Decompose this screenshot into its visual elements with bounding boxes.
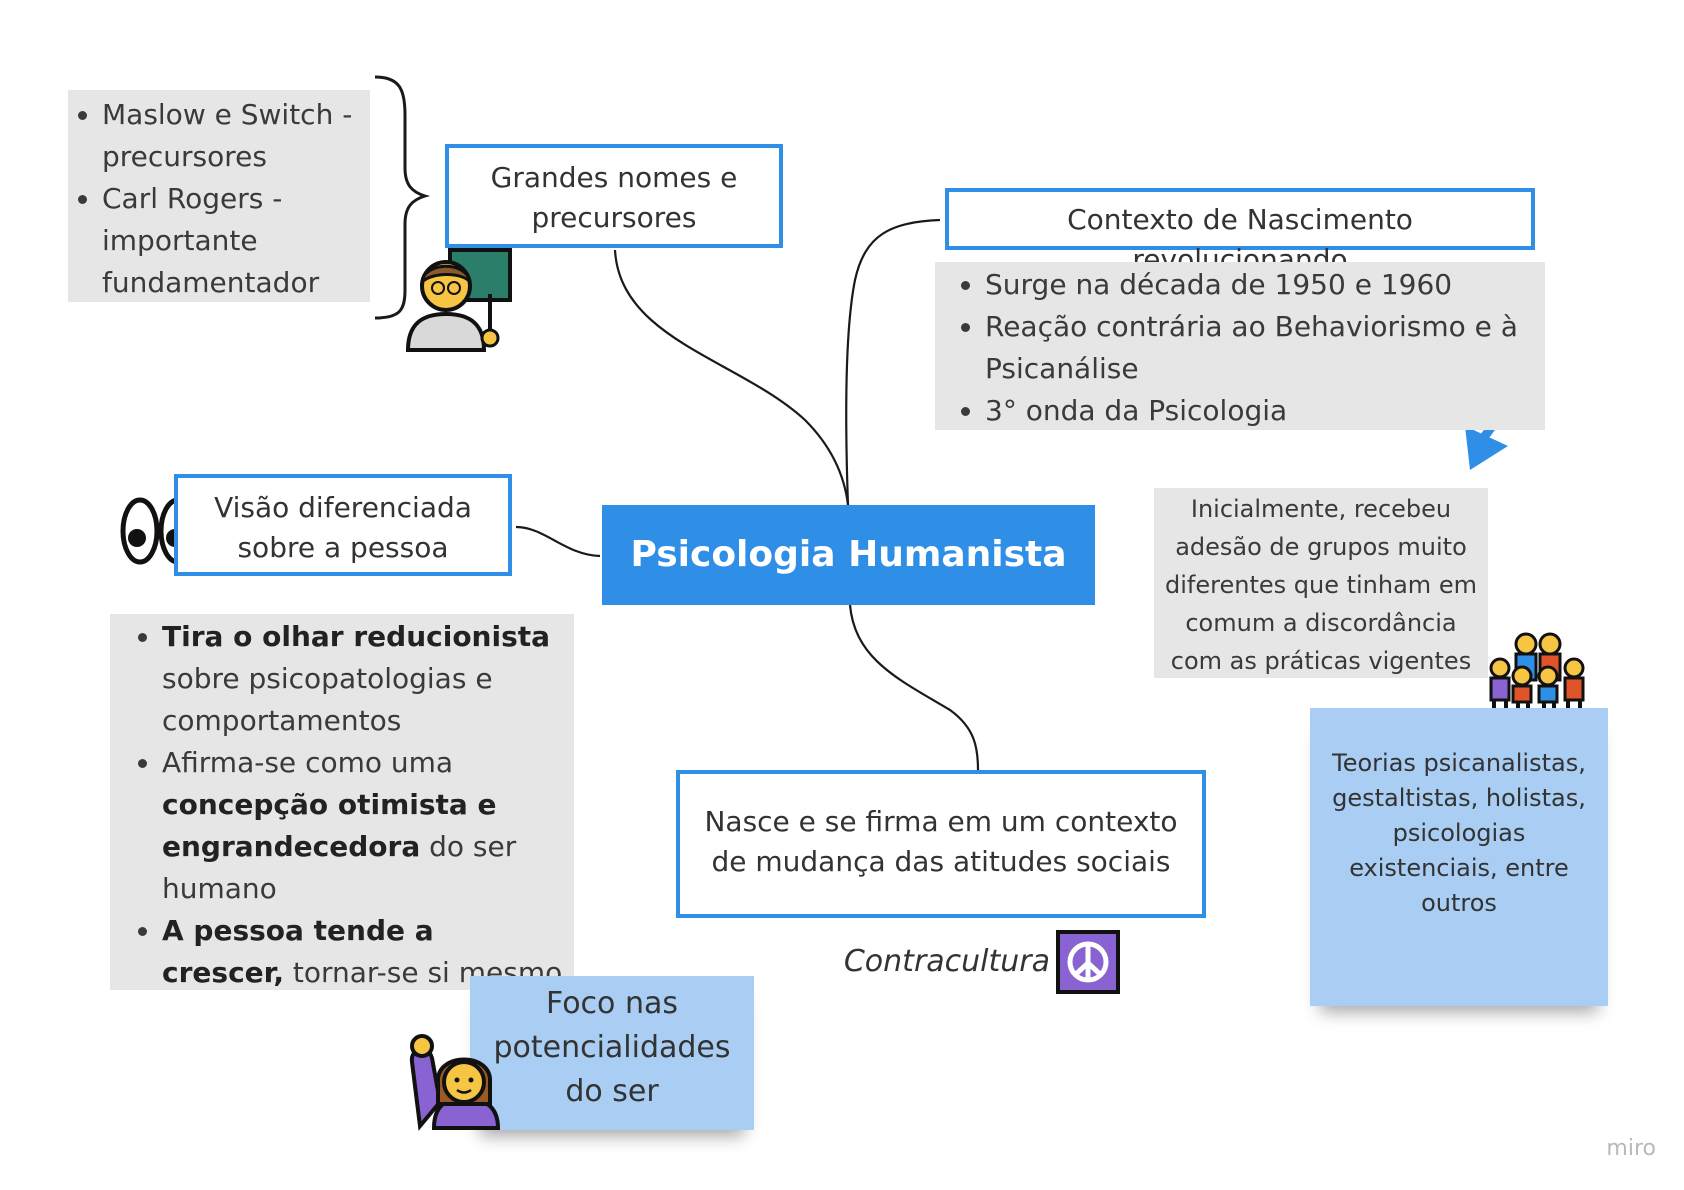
- connector-contexto: [845, 218, 941, 506]
- list-text: Afirma-se como uma: [162, 746, 454, 779]
- contexto-list: Surge na década de 1950 e 1960 Reação co…: [935, 262, 1545, 430]
- central-topic-label: Psicologia Humanista: [630, 534, 1067, 575]
- list-item: Reação contrária ao Behaviorismo e à Psi…: [985, 306, 1535, 390]
- node-visao[interactable]: Visão diferenciada sobre a pessoa: [174, 474, 512, 576]
- bold-text: Tira o olhar reducionista: [162, 620, 551, 653]
- precursores-list: Maslow e Switch - precursores Carl Roger…: [68, 90, 370, 302]
- bold-text: concepção otimista e engrandecedora: [162, 788, 497, 863]
- list-item: Carl Rogers - importante fundamentador: [102, 178, 360, 304]
- sticky-note-teorias[interactable]: Teorias psicanalistas, gestaltistas, hol…: [1310, 708, 1608, 1006]
- family-icon: [1486, 630, 1590, 716]
- connector-visao: [515, 525, 601, 558]
- contracultura-label: Contracultura: [843, 944, 1050, 979]
- sticky-text: Foco nas potencialidades do ser: [493, 986, 731, 1109]
- node-grandes-nomes[interactable]: Grandes nomes e precursores: [445, 144, 783, 248]
- adesao-note: Inicialmente, recebeu adesão de grupos m…: [1154, 488, 1488, 678]
- sticky-note-foco[interactable]: Foco nas potencialidades do ser: [470, 976, 754, 1130]
- list-text: sobre psicopatologias e comportamentos: [162, 662, 493, 737]
- node-label: Nasce e se firma em um contexto de mudan…: [704, 805, 1178, 878]
- central-topic[interactable]: Psicologia Humanista: [602, 505, 1095, 605]
- connector-nasce: [848, 604, 980, 771]
- adesao-text: Inicialmente, recebeu adesão de grupos m…: [1165, 495, 1477, 675]
- teacher-icon: [402, 244, 514, 352]
- list-item: Maslow e Switch - precursores: [102, 94, 360, 178]
- brace-icon: [374, 75, 431, 320]
- node-label: Grandes nomes e precursores: [490, 161, 738, 234]
- list-item: Tira o olhar reducionista sobre psicopat…: [162, 616, 564, 742]
- visao-list: Tira o olhar reducionista sobre psicopat…: [110, 614, 574, 990]
- bold-text: A pessoa tende a crescer,: [162, 914, 434, 989]
- list-text: do ser humano: [162, 830, 517, 905]
- node-contexto[interactable]: Contexto de Nascimento revolucionando: [945, 188, 1535, 276]
- miro-watermark: miro: [1606, 1136, 1656, 1161]
- raising-hand-icon: [406, 1032, 504, 1131]
- node-nasce[interactable]: Nasce e se firma em um contexto de mudan…: [676, 770, 1206, 918]
- list-item: Surge na década de 1950 e 1960: [985, 264, 1535, 306]
- peace-icon: [1056, 930, 1120, 994]
- connector-grandes-nomes: [613, 249, 850, 506]
- list-item: 3° onda da Psicologia: [985, 390, 1535, 432]
- node-label: Visão diferenciada sobre a pessoa: [214, 491, 472, 564]
- sticky-text: Teorias psicanalistas, gestaltistas, hol…: [1332, 749, 1586, 917]
- list-item: A pessoa tende a crescer, tornar-se si m…: [162, 910, 564, 994]
- list-item: Afirma-se como uma concepção otimista e …: [162, 742, 564, 910]
